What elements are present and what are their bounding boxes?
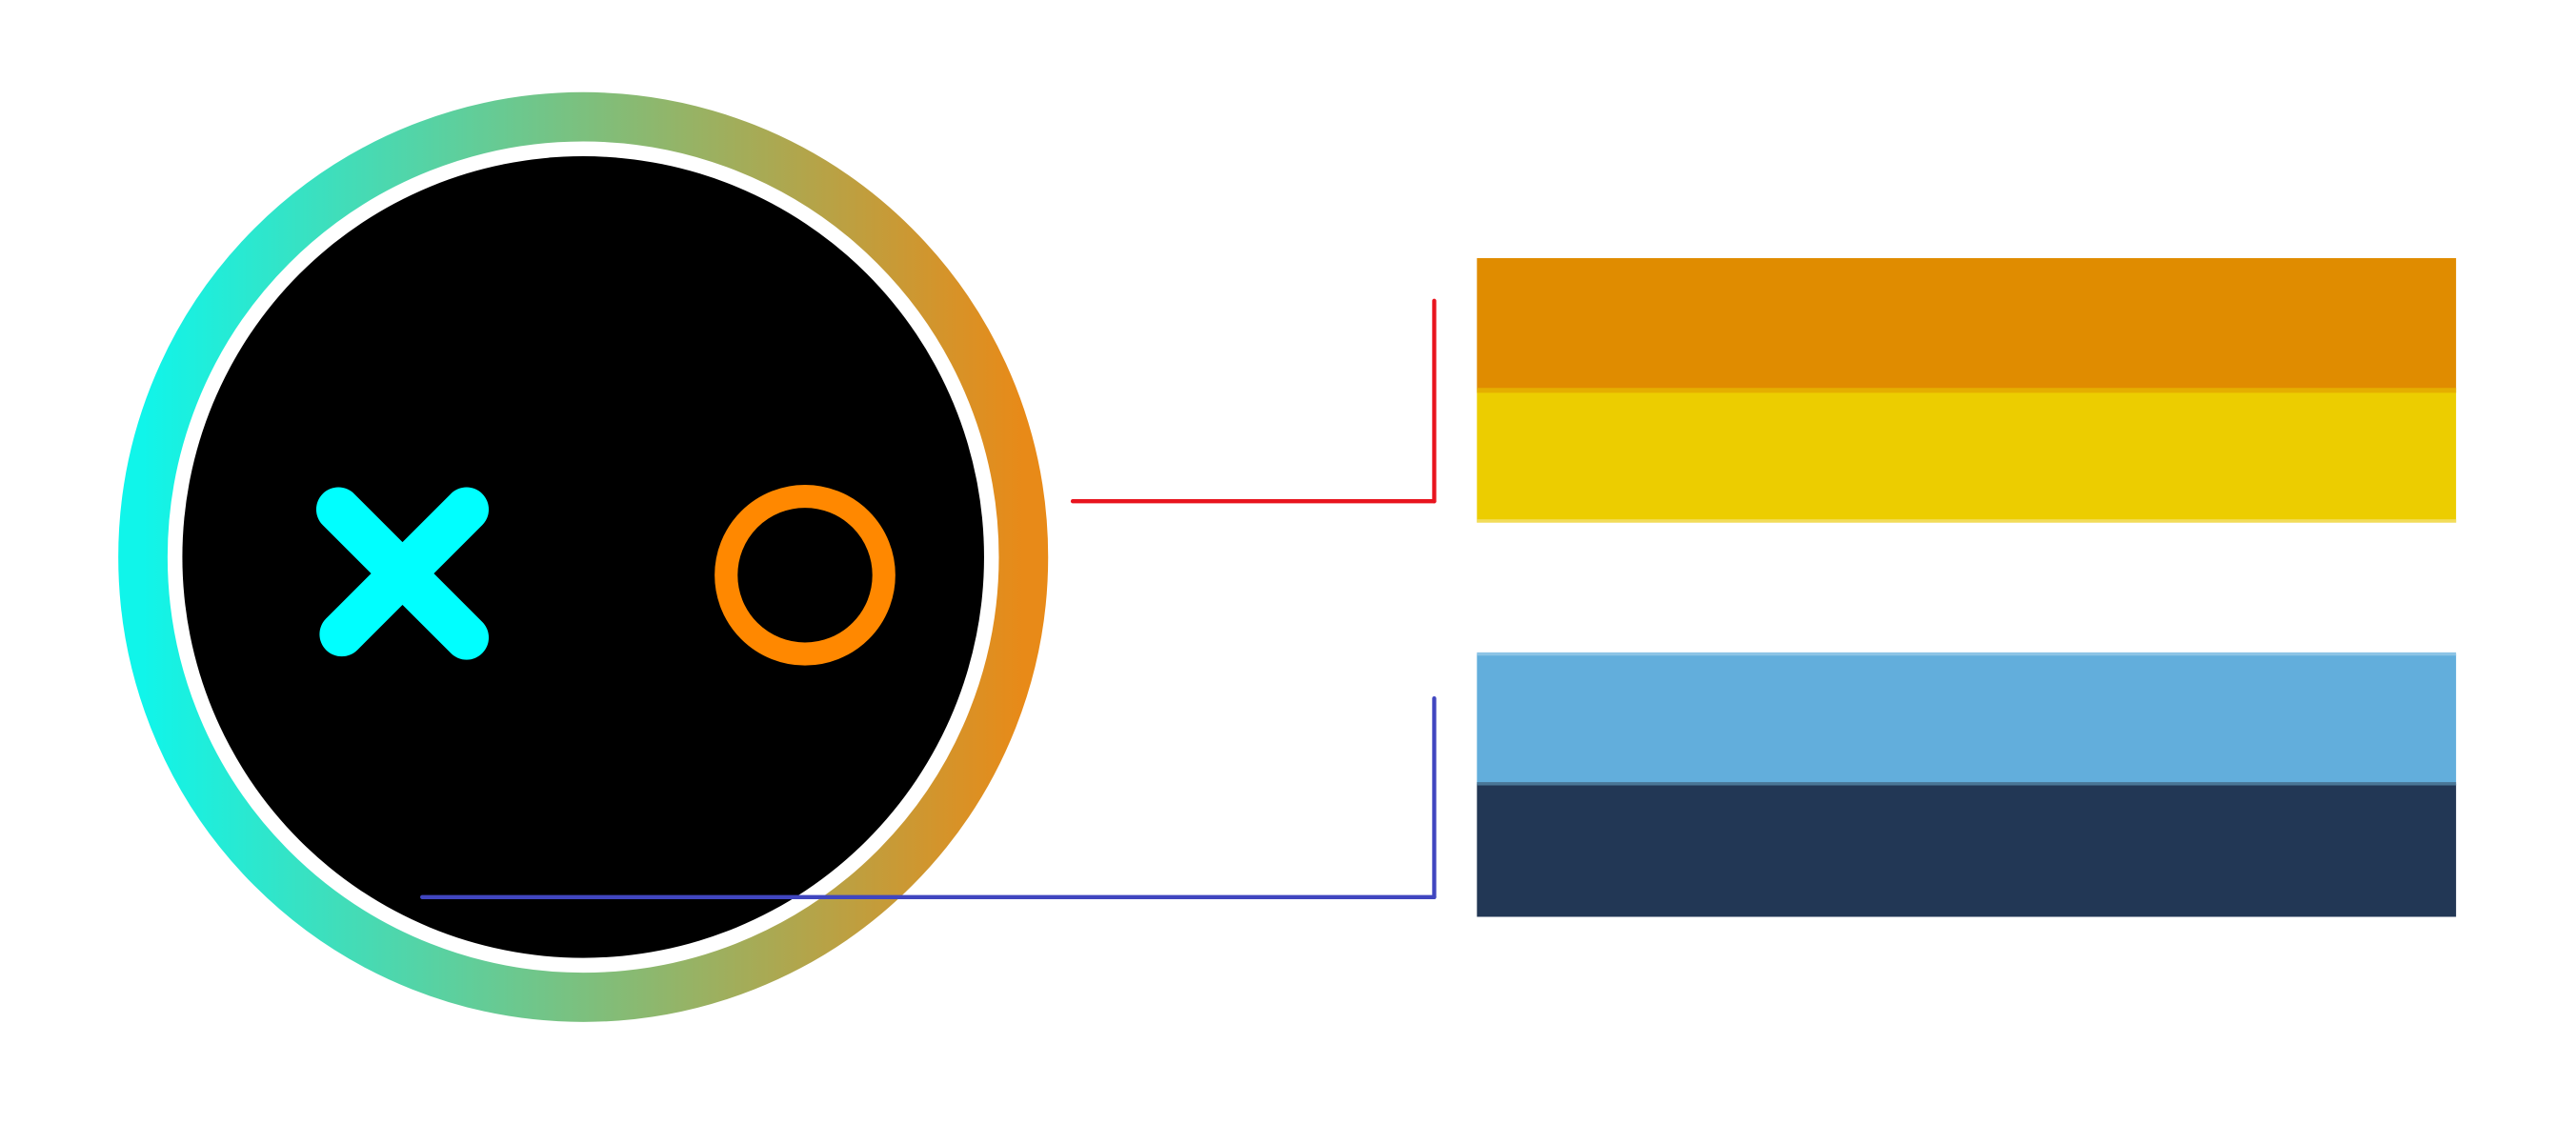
orange-bar <box>1477 257 2457 390</box>
x-icon <box>315 487 490 660</box>
black-face <box>182 156 984 958</box>
bar-divider <box>1477 388 2457 393</box>
circle-emblem <box>118 91 1049 1022</box>
bar-edge <box>1477 652 2457 656</box>
blue-connector <box>420 695 1437 899</box>
bar-edge <box>1477 519 2457 523</box>
red-connector <box>1070 298 1437 504</box>
cool-bar-group <box>1477 652 2457 917</box>
light-blue-bar <box>1477 653 2457 784</box>
yellow-bar <box>1477 389 2457 523</box>
circle-icon <box>714 484 896 666</box>
warm-bar-group <box>1477 257 2457 523</box>
navy-bar <box>1477 783 2457 917</box>
gradient-ring <box>118 91 1049 1022</box>
bar-divider <box>1477 782 2457 786</box>
